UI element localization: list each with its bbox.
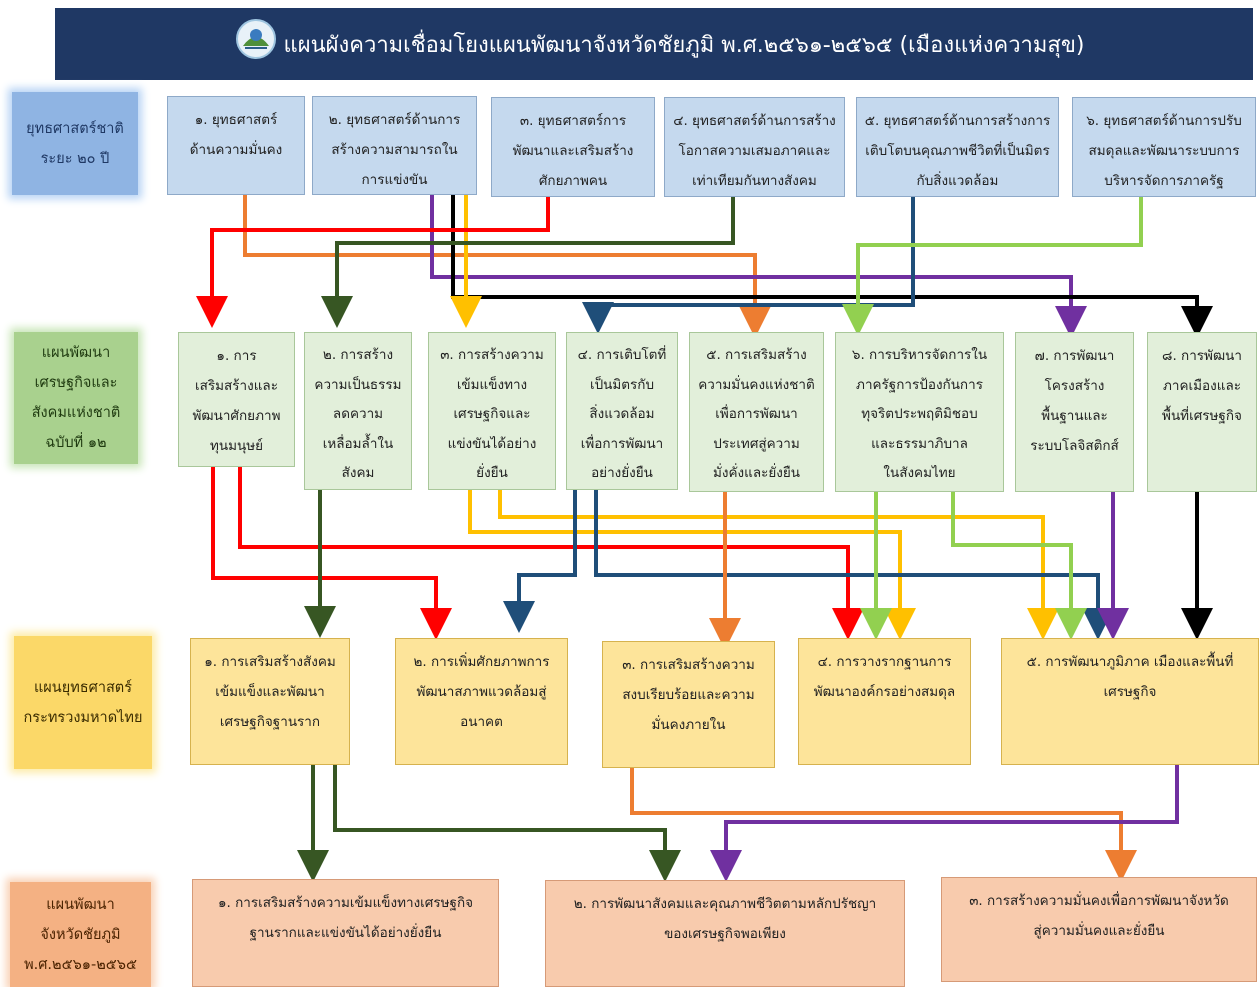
arrow-moi3-to-prov3 <box>630 768 1137 882</box>
province-strategy-2: ๒. การพัฒนาสังคมและคุณภาพชีวิตตามหลักปรั… <box>545 880 905 987</box>
arrow-nesdp3-to-moi4 <box>468 490 916 640</box>
title-bar: แผนผังความเชื่อมโยงแผนพัฒนาจังหวัดชัยภูม… <box>55 8 1253 80</box>
national-strategy-3: ๓. ยุทธศาสตร์การ พัฒนาและเสริมสร้าง ศักย… <box>491 97 655 197</box>
arrow-nesdp6-to-moi5 <box>951 492 1087 640</box>
arrow-moi1-to-prov2 <box>333 765 681 882</box>
row-label-province-plan: แผนพัฒนา จังหวัดชัยภูมิ พ.ศ.๒๕๖๑-๒๕๖๕ <box>10 882 151 987</box>
national-strategy-2: ๒. ยุทธศาสตร์ด้านการ สร้างความสามารถใน ก… <box>312 96 477 195</box>
arrow-ns6-to-nesdp6 <box>842 197 1143 336</box>
arrow-ns2-to-nesdp7 <box>430 195 1087 338</box>
national-strategy-5: ๕. ยุทธศาสตร์ด้านการสร้างการ เติบโตบนคุณ… <box>856 97 1059 197</box>
row-label-national-strategy: ยุทธศาสตร์ชาติ ระยะ ๒๐ ปี <box>12 92 138 195</box>
arrow-nesdp3-to-moi5 <box>498 490 1059 640</box>
moi-strategy-5: ๕. การพัฒนาภูมิภาค เมืองและพื้นที่ เศรษฐ… <box>1001 638 1259 765</box>
page-title: แผนผังความเชื่อมโยงแผนพัฒนาจังหวัดชัยภูม… <box>283 32 1085 58</box>
national-strategy-4: ๔. ยุทธศาสตร์ด้านการสร้าง โอกาสความเสมอภ… <box>664 97 845 197</box>
nesdp-strategy-1: ๑. การ เสริมสร้างและ พัฒนาศักยภาพ ทุนมนุ… <box>178 332 295 467</box>
province-strategy-1: ๑. การเสริมสร้างความเข้มแข็งทางเศรษฐกิจ … <box>192 879 499 987</box>
nesdp-strategy-2: ๒. การสร้าง ความเป็นธรรม ลดความ เหลื่อมล… <box>304 332 412 490</box>
nesdp-strategy-8: ๘. การพัฒนา ภาคเมืองและ พื้นที่เศรษฐกิจ <box>1147 332 1257 492</box>
arrow-ns2-to-nesdp8 <box>451 195 1213 338</box>
row-label-nesdp: แผนพัฒนา เศรษฐกิจและ สังคมแห่งชาติ ฉบับท… <box>14 332 138 464</box>
arrow-ns1-to-nesdp5 <box>243 195 771 338</box>
nesdp-strategy-5: ๕. การเสริมสร้าง ความมั่นคงแห่งชาติ เพื่… <box>689 332 824 492</box>
arrow-ns3-to-nesdp1 <box>196 197 550 328</box>
national-strategy-6: ๖. ยุทธศาสตร์ด้านการปรับ สมดุลและพัฒนาระ… <box>1072 97 1256 197</box>
province-emblem-icon <box>236 19 276 59</box>
nesdp-strategy-7: ๗. การพัฒนา โครงสร้าง พื้นฐานและ ระบบโลจ… <box>1015 332 1134 492</box>
moi-strategy-4: ๔. การวางรากฐานการ พัฒนาองค์กรอย่างสมดุล <box>798 638 971 765</box>
arrow-nesdp4-to-moi2 <box>503 490 577 633</box>
moi-strategy-2: ๒. การเพิ่มศักยภาพการ พัฒนาสภาพแวดล้อมสู… <box>395 638 568 765</box>
arrow-nesdp1-to-moi2 <box>211 467 452 640</box>
national-strategy-1: ๑. ยุทธศาสตร์ ด้านความมั่นคง <box>167 96 305 195</box>
arrow-ns5-to-nesdp4 <box>582 197 915 334</box>
arrow-ns4-to-nesdp2 <box>321 197 735 328</box>
moi-strategy-1: ๑. การเสริมสร้างสังคม เข้มแข็งและพัฒนา เ… <box>190 638 350 765</box>
province-strategy-3: ๓. การสร้างความมั่นคงเพื่อการพัฒนาจังหวั… <box>941 877 1257 982</box>
moi-strategy-3: ๓. การเสริมสร้างความ สงบเรียบร้อยและความ… <box>602 641 775 768</box>
nesdp-strategy-4: ๔. การเติบโตที่ เป็นมิตรกับ สิ่งแวดล้อม … <box>566 332 678 490</box>
arrow-moi5-to-prov2 <box>710 765 1179 882</box>
arrow-nesdp1-to-moi4 <box>238 467 864 640</box>
row-label-moi-plan: แผนยุทธศาสตร์ กระทรวงมหาดไทย <box>14 636 152 769</box>
arrow-nesdp4-to-moi5 <box>594 490 1114 640</box>
nesdp-strategy-3: ๓. การสร้างความ เข้มแข็งทาง เศรษฐกิจและ … <box>428 332 556 490</box>
nesdp-strategy-6: ๖. การบริหารจัดการใน ภาครัฐการป้องกันการ… <box>835 332 1004 492</box>
